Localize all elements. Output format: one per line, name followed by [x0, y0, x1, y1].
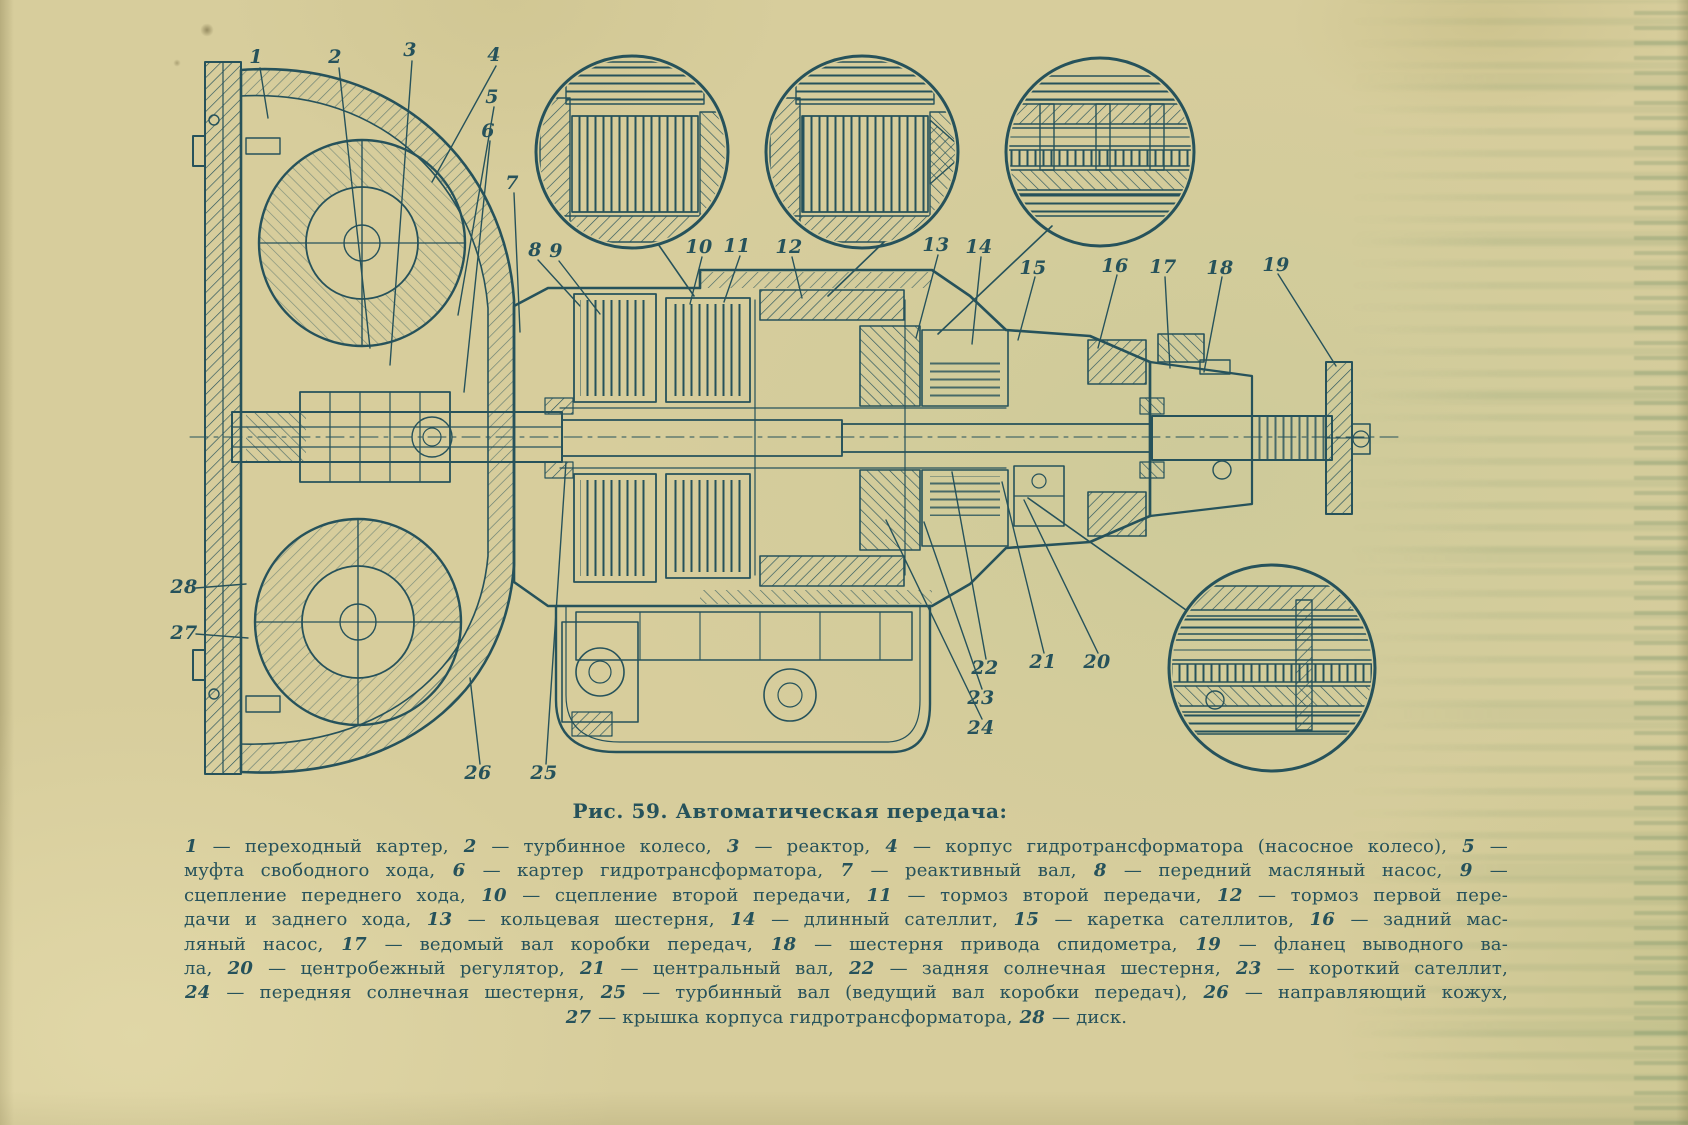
output-flange	[1325, 361, 1371, 515]
adapter-plate	[192, 61, 281, 775]
shafts	[189, 397, 1401, 479]
legend-line: 1 — переходный картер, 2 — турбинное кол…	[185, 836, 1509, 857]
legend-line: сцепление переднего хода, 10 — сцепление…	[184, 884, 1508, 906]
torque-converter-bottom	[253, 517, 463, 727]
clutch-packs	[573, 289, 1147, 587]
page-showthrough	[1348, 0, 1688, 1125]
leader-lines	[195, 60, 1337, 765]
tail-housing	[1148, 333, 1254, 518]
page-edge-showthrough	[1634, 0, 1688, 1125]
inset-detail-governor	[1167, 563, 1377, 773]
torque-converter-top	[257, 138, 467, 348]
inset-detail-clutch-1	[534, 54, 730, 250]
legend-line: дачи и заднего хода, 13 — кольцевая шест…	[184, 909, 1509, 931]
legend-line: 27 — крышка корпуса гидротрансформатора,…	[565, 1006, 1128, 1028]
inset-connector-lines	[657, 225, 1187, 611]
inset-detail-clutch-2	[764, 54, 960, 250]
inset-detail-oneway-clutch	[1004, 56, 1196, 248]
legend-line: ла, 20 — центробежный регулятор, 21 — це…	[184, 958, 1509, 980]
figure-legend: 1 — переходный картер, 2 — турбинное кол…	[184, 835, 1508, 1030]
figure-caption: Рис. 59. Автоматическая передача:	[572, 799, 1008, 823]
legend-line: 24 — передняя солнечная шестерня, 25 — т…	[185, 982, 1508, 1004]
legend-line: ляный насос, 17 — ведомый вал коробки пе…	[184, 933, 1508, 955]
legend-line: муфта свободного хода, 6 — картер гидрот…	[184, 860, 1509, 882]
oil-pan	[554, 604, 932, 754]
